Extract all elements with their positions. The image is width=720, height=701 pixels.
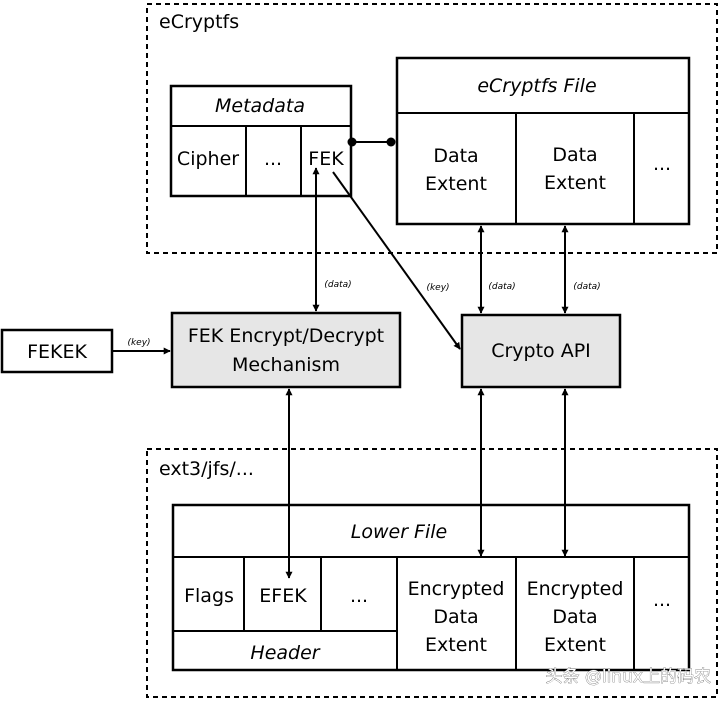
- file-extent2-line2: Extent: [544, 172, 606, 194]
- crypto-api-box: Crypto API: [460, 313, 622, 389]
- file-extent1-line2: Extent: [425, 173, 487, 195]
- metadata-fek-cell: FEK: [308, 148, 344, 170]
- fek-mechanism-line1: FEK Encrypt/Decrypt: [188, 325, 384, 347]
- header-flags-cell: Flags: [184, 585, 234, 607]
- crypto-api-label: Crypto API: [491, 340, 591, 362]
- enc-extent1-line2: Data: [433, 606, 478, 628]
- enc-extent1-line3: Extent: [425, 634, 487, 656]
- fek-data-label: (data): [324, 280, 351, 290]
- enc-extent2-line1: Encrypted: [527, 578, 624, 600]
- enc-extent2-line2: Data: [552, 606, 597, 628]
- metadata-file-connector: [347, 137, 396, 147]
- extent1-data-label: (data): [488, 282, 515, 292]
- ecryptfs-file-box: eCryptfs File Data Extent Data Extent ..…: [395, 56, 691, 226]
- fek-key-label: (key): [426, 283, 449, 293]
- metadata-ellipsis-cell: ...: [264, 148, 282, 170]
- lower-file-title: Lower File: [351, 521, 447, 543]
- metadata-box: Metadata Cipher ... FEK: [169, 84, 353, 198]
- file-ellipsis-cell: ...: [653, 153, 671, 175]
- enc-extent2-line3: Extent: [544, 634, 606, 656]
- enc-extent1-line1: Encrypted: [408, 578, 505, 600]
- ecryptfs-group-label: eCryptfs: [159, 11, 239, 33]
- metadata-cipher-cell: Cipher: [177, 148, 239, 170]
- header-label: Header: [250, 642, 320, 664]
- lower-group-label: ext3/jfs/...: [159, 458, 254, 480]
- ecryptfs-file-title: eCryptfs File: [477, 75, 596, 97]
- fek-mechanism-line2: Mechanism: [232, 354, 340, 376]
- lower-file-box: Lower File Flags EFEK ... Header Encrypt…: [171, 503, 691, 672]
- file-extent1-line1: Data: [433, 145, 478, 167]
- file-extent2-line1: Data: [552, 144, 597, 166]
- watermark-text: 头条 @linux上的码农: [546, 667, 711, 687]
- enc-ellipsis-cell: ...: [653, 589, 671, 611]
- fekek-label: FEKEK: [27, 341, 87, 363]
- extent2-data-label: (data): [573, 282, 600, 292]
- fekek-box: FEKEK: [0, 328, 114, 374]
- metadata-title: Metadata: [215, 95, 305, 117]
- fekek-key-label: (key): [127, 338, 150, 348]
- header-efek-cell: EFEK: [259, 585, 307, 607]
- header-ellipsis-cell: ...: [350, 585, 368, 607]
- fek-to-crypto-key-arrow: [332, 171, 461, 350]
- fek-mechanism-box: FEK Encrypt/Decrypt Mechanism: [170, 311, 402, 389]
- lower-group-box: [146, 448, 718, 698]
- ecryptfs-group-box: [146, 3, 718, 254]
